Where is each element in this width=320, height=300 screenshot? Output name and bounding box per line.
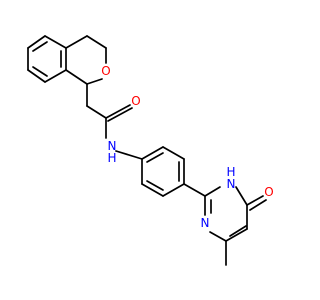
amide-oxygen-label: O: [131, 94, 140, 108]
amide-nitrogen-label: N: [108, 139, 117, 153]
pyrimidine-nh-hydrogen-label: H: [226, 165, 235, 179]
isochroman-benzene-ring: [27, 35, 67, 83]
pyrimidinone-ring: [183, 183, 267, 266]
pyrimidine-nitrogen-label: N: [201, 216, 210, 230]
keto-oxygen-label: O: [264, 185, 273, 199]
pyrimidine-nh-nitrogen-label: N: [227, 177, 236, 191]
amide-hydrogen-label: H: [107, 151, 116, 165]
ether-oxygen-label: O: [101, 64, 110, 78]
isochroman-pyran-ring: [65, 35, 107, 85]
phenylene-ring: [141, 146, 185, 197]
molecule-structure: O O N H N H N O: [27, 35, 274, 266]
acetamide-linker: [86, 83, 143, 160]
